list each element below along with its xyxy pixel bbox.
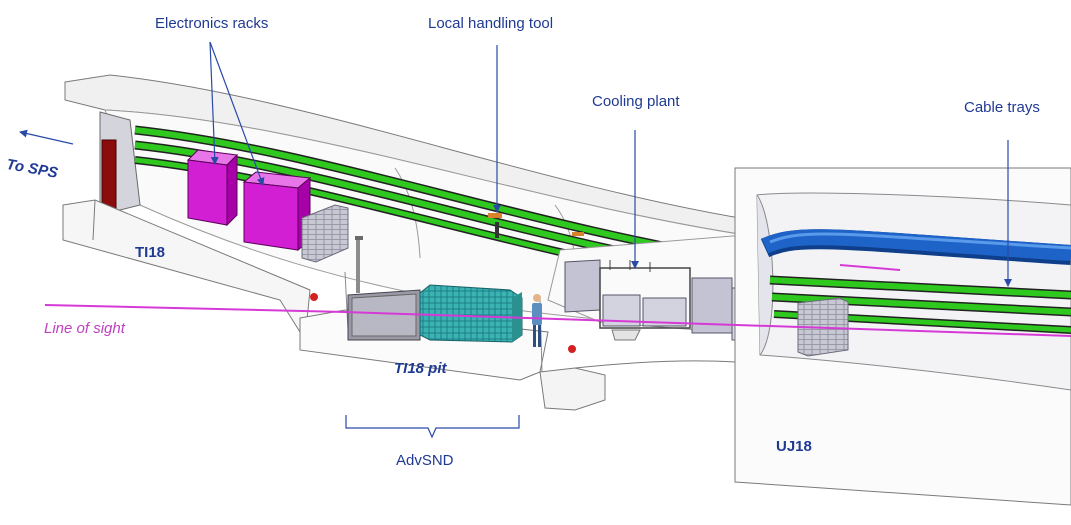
cooling-plant — [547, 234, 773, 341]
arrow-racks-1 — [209, 41, 219, 165]
ti18-pit — [299, 236, 606, 411]
safety-sign — [310, 293, 318, 301]
blue-pipe — [760, 229, 1071, 265]
advsnd-detector — [347, 236, 523, 343]
advsnd-brace — [345, 415, 520, 439]
label-line-of-sight: Line of sight — [44, 320, 125, 337]
label-electronics-racks: Electronics racks — [155, 15, 269, 32]
shielding-blocks — [301, 204, 349, 263]
label-uj18: UJ18 — [776, 438, 812, 455]
label-local-handling-tool: Local handling tool — [428, 15, 554, 32]
door — [101, 139, 117, 213]
line-of-sight — [44, 304, 1071, 337]
local-handling-tool — [488, 213, 584, 238]
arrow-racks-2 — [209, 41, 265, 186]
label-cable-trays: Cable trays — [964, 99, 1040, 116]
person-figure — [532, 294, 542, 347]
label-cooling-plant: Cooling plant — [592, 93, 680, 110]
label-advsnd: AdvSND — [396, 452, 454, 469]
label-ti18-pit: TI18 pit — [394, 360, 447, 377]
callout-arrows — [19, 41, 1012, 287]
label-ti18: TI18 — [135, 244, 166, 261]
arrow-to-sps — [19, 129, 74, 145]
electronics-racks — [186, 149, 312, 252]
uj18-cavern — [574, 167, 1071, 506]
safety-sign-pit — [568, 345, 576, 353]
